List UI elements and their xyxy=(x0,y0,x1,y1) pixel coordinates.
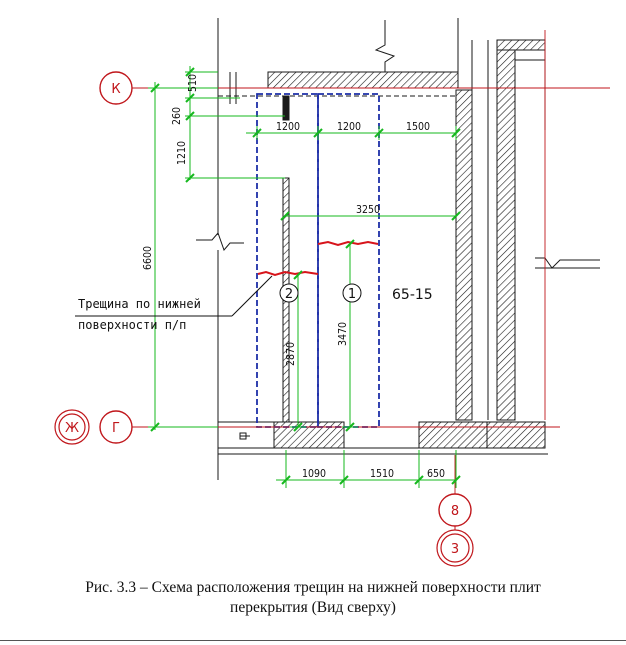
dim-1510: 1510 xyxy=(370,468,394,480)
slab-outlines xyxy=(256,93,380,428)
axis-bubble-g: Г xyxy=(99,410,133,444)
dim-3470: 3470 xyxy=(337,322,349,346)
dim-1090: 1090 xyxy=(302,468,326,480)
cracks xyxy=(257,240,379,277)
svg-text:2: 2 xyxy=(285,287,293,302)
svg-text:3: 3 xyxy=(451,542,459,557)
dim-1500: 1500 xyxy=(406,121,430,133)
dim-650: 650 xyxy=(427,468,445,480)
crack-slab-2 xyxy=(257,270,319,277)
floor-plan-drawing: 510 260 1210 6600 1200 1200 1500 3250 28… xyxy=(54,18,610,567)
svg-text:К: К xyxy=(111,82,120,97)
dim-260: 260 xyxy=(171,107,183,125)
slab-outline-1 xyxy=(317,93,380,428)
figure-caption: Рис. 3.3 – Схема расположения трещин на … xyxy=(0,578,626,618)
bottom-rule xyxy=(0,640,626,641)
dimension-ticks xyxy=(150,67,461,485)
crack-note-line-2: поверхности п/п xyxy=(78,318,186,332)
axis-bubble-zh: Ж xyxy=(54,409,90,445)
axis-bubble-k: К xyxy=(99,71,133,105)
crack-slab-1 xyxy=(317,240,379,247)
crack-note: Трещина по нижней поверхности п/п xyxy=(75,275,273,332)
slab-marker-1: 1 xyxy=(342,283,362,303)
svg-text:8: 8 xyxy=(451,504,459,519)
axis-bubble-3: 3 xyxy=(436,529,474,567)
dim-2870: 2870 xyxy=(285,342,297,366)
dim-510: 510 xyxy=(187,74,199,92)
caption-line-2: перекрытия (Вид сверху) xyxy=(230,599,396,616)
crack-note-line-1: Трещина по нижней xyxy=(78,297,201,311)
dim-1200-a: 1200 xyxy=(276,121,300,133)
svg-text:Г: Г xyxy=(112,421,120,436)
svg-text:Ж: Ж xyxy=(65,421,79,436)
dimension-lines xyxy=(148,66,457,488)
svg-text:1: 1 xyxy=(348,287,356,302)
slab-marker-2: 2 xyxy=(279,283,299,303)
dim-1200-b: 1200 xyxy=(337,121,361,133)
room-label: 65-15 xyxy=(392,287,433,303)
axis-bubble-8: 8 xyxy=(438,493,472,527)
dim-3250: 3250 xyxy=(356,204,380,216)
caption-line-1: Рис. 3.3 – Схема расположения трещин на … xyxy=(85,579,541,596)
dim-6600: 6600 xyxy=(142,246,154,270)
building-structure xyxy=(196,18,600,480)
dim-1210: 1210 xyxy=(176,141,188,165)
